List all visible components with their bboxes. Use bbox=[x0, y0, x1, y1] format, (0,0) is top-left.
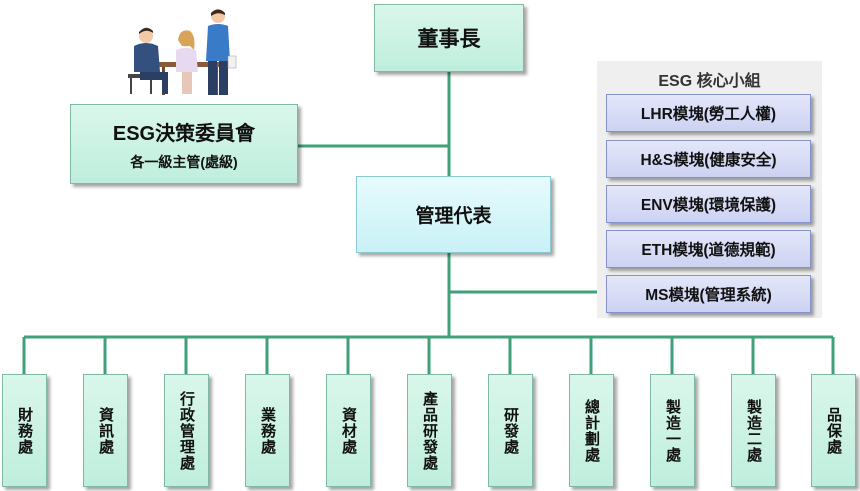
esg-committee-title: ESG決策委員會 bbox=[112, 122, 256, 145]
esg-core-group-panel: ESG 核心小組 LHR模塊(勞工人權) H&S模塊(健康安全) ENV模塊(環… bbox=[597, 61, 822, 318]
dept-label: 總計劃處 bbox=[583, 398, 600, 463]
dept-label: 資訊處 bbox=[97, 406, 114, 455]
esg-core-group-title: ESG 核心小組 bbox=[658, 73, 761, 90]
dept-label: 業務處 bbox=[259, 406, 276, 455]
dept-administration: 行政管理處 bbox=[164, 374, 209, 487]
board-chairman-label: 董事長 bbox=[417, 28, 481, 51]
dept-label: 製造二處 bbox=[745, 398, 762, 463]
module-ms: MS模塊(管理系統) bbox=[606, 275, 811, 313]
dept-manufacturing-1: 製造一處 bbox=[650, 374, 695, 487]
management-representative-label: 管理代表 bbox=[415, 206, 492, 227]
module-label: H&S模塊(健康安全) bbox=[640, 152, 777, 169]
module-env: ENV模塊(環境保護) bbox=[606, 185, 811, 223]
esg-committee-box: ESG決策委員會 各一級主管(處級) bbox=[70, 104, 298, 184]
dept-label: 品保處 bbox=[825, 406, 842, 455]
dept-manufacturing-2: 製造二處 bbox=[731, 374, 776, 487]
esg-committee-subtitle: 各一級主管(處級) bbox=[130, 153, 238, 170]
dept-product-rd: 產品研發處 bbox=[407, 374, 452, 487]
dept-label: 研發處 bbox=[502, 406, 519, 455]
dept-label: 製造一處 bbox=[664, 398, 681, 463]
dept-label: 財務處 bbox=[16, 406, 33, 455]
module-eth: ETH模塊(道德規範) bbox=[606, 230, 811, 268]
dept-label: 資材處 bbox=[340, 406, 357, 455]
meeting-people-icon bbox=[128, 9, 237, 95]
module-label: ETH模塊(道德規範) bbox=[641, 242, 776, 259]
dept-finance: 財務處 bbox=[2, 374, 47, 487]
module-lhr: LHR模塊(勞工人權) bbox=[606, 94, 811, 132]
management-representative-box: 管理代表 bbox=[356, 176, 551, 253]
module-label: ENV模塊(環境保護) bbox=[640, 197, 777, 214]
board-chairman-box: 董事長 bbox=[374, 4, 524, 72]
dept-label: 行政管理處 bbox=[178, 390, 195, 471]
module-label: LHR模塊(勞工人權) bbox=[640, 106, 777, 123]
dept-sales: 業務處 bbox=[245, 374, 290, 487]
dept-rd: 研發處 bbox=[488, 374, 533, 487]
module-hs: H&S模塊(健康安全) bbox=[606, 140, 811, 178]
dept-planning: 總計劃處 bbox=[569, 374, 614, 487]
dept-quality-assurance: 品保處 bbox=[811, 374, 856, 487]
dept-label: 產品研發處 bbox=[421, 390, 438, 471]
dept-information: 資訊處 bbox=[83, 374, 128, 487]
dept-materials: 資材處 bbox=[326, 374, 371, 487]
module-label: MS模塊(管理系統) bbox=[645, 287, 772, 304]
